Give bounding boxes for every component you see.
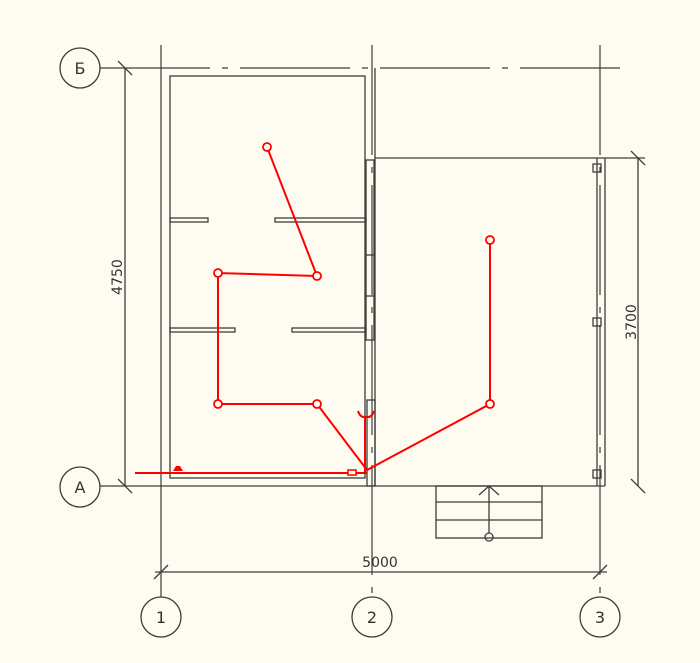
partition-wall xyxy=(169,217,209,223)
outlet-icon xyxy=(485,399,495,409)
dim-tick xyxy=(153,564,169,580)
piping-network xyxy=(135,142,495,476)
axis-bubble-3 xyxy=(579,596,621,638)
outlet-icon xyxy=(213,399,223,409)
dim-tick xyxy=(630,478,646,494)
axis-bubble-a xyxy=(59,466,101,508)
partition-wall-vertical xyxy=(365,159,375,341)
dim-tick xyxy=(117,478,133,494)
axis-label-2: 2 xyxy=(367,608,377,627)
axis-label-1: 1 xyxy=(156,608,166,627)
dim-tick xyxy=(117,60,133,76)
grid-axes: Б А 1 2 3 xyxy=(59,45,621,638)
axis-bubble-1 xyxy=(140,596,182,638)
dim-text-5000: 5000 xyxy=(362,555,398,571)
pipe-run-left xyxy=(217,146,368,471)
outlet-icon xyxy=(312,271,322,281)
partition-wall xyxy=(169,327,236,333)
dim-text-3700: 3700 xyxy=(624,304,640,340)
partition-wall xyxy=(291,327,367,333)
dim-text-4750: 4750 xyxy=(110,259,126,295)
fitting-icon xyxy=(347,469,357,476)
dimensions: 4750 3700 5000 xyxy=(110,60,646,580)
column-marker xyxy=(592,163,602,173)
outlet-points xyxy=(213,142,495,409)
left-room-inner-wall xyxy=(169,75,366,479)
riser-shaft xyxy=(366,399,376,487)
axis-label-a: А xyxy=(75,478,86,497)
outlet-icon xyxy=(262,142,272,152)
walls xyxy=(169,68,606,487)
outlet-icon xyxy=(312,399,322,409)
arrow-head-icon xyxy=(478,485,500,496)
pipe-run-right xyxy=(366,240,491,471)
stair-start-circle xyxy=(484,532,494,542)
valve-icon xyxy=(173,466,183,471)
outlet-icon xyxy=(485,235,495,245)
axis-label-b: Б xyxy=(75,59,86,78)
riser-fixture-icon xyxy=(357,410,375,418)
axis-bubble-b xyxy=(59,47,101,89)
outlet-icon xyxy=(213,268,223,278)
column-marker xyxy=(592,317,602,327)
entrance-stairs xyxy=(435,485,543,542)
column-marker xyxy=(592,469,602,479)
axis-bubble-2 xyxy=(351,596,393,638)
partition-wall xyxy=(274,217,367,223)
axis-label-3: 3 xyxy=(595,608,605,627)
dim-tick xyxy=(592,564,608,580)
